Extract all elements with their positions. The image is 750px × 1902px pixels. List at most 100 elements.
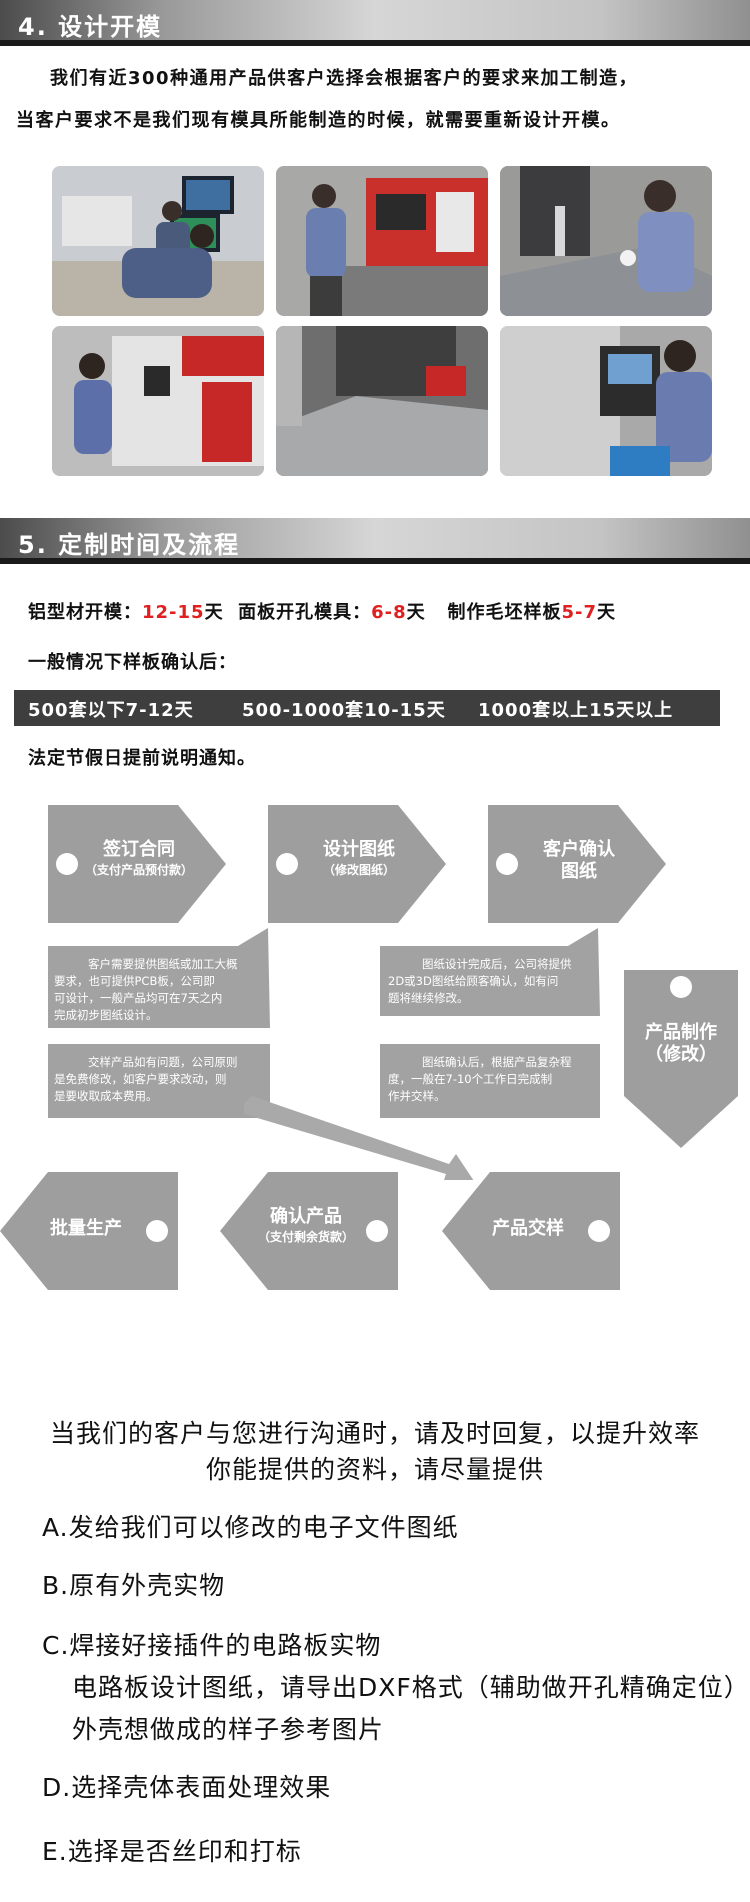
- photo-press-operator: [500, 166, 712, 316]
- flow-step-3-title-2: 图纸: [561, 861, 597, 882]
- holiday-note: 法定节假日提前说明通知。: [28, 748, 256, 769]
- flow-step-5: 产品交样: [442, 1172, 620, 1290]
- flow-step-3-dot: [496, 853, 518, 875]
- sample-label: 制作毛坯样板: [447, 602, 562, 623]
- section-4-title: 4. 设计开模: [18, 13, 163, 41]
- flow-step-4-text: 产品制作 （修改）: [624, 1022, 738, 1066]
- flow-note-2: 图纸设计完成后，公司将提供 2D或3D图纸给顾客确认，如有问 题将继续修改。: [380, 928, 600, 1016]
- flow-step-4-title-1: 产品制作: [645, 1022, 717, 1043]
- quantity-lead-time-bar: 500套以下7-12天 500-1000套10-15天 1000套以上15天以上: [14, 690, 720, 726]
- mold-days: 12-15: [142, 602, 205, 623]
- requirement-d: D.选择壳体表面处理效果: [42, 1773, 332, 1802]
- panel-day-unit: 天: [406, 602, 426, 623]
- mold-day-unit: 天: [204, 602, 224, 623]
- flow-step-3-shape: [488, 805, 666, 923]
- flow-step-3-text: 客户确认 图纸: [524, 839, 634, 883]
- flow-note-3-shape: [48, 1044, 270, 1118]
- lead-time-line: 铝型材开模：12-15天 面板开孔模具：6-8天 制作毛坯样板5-7天: [28, 598, 616, 624]
- flow-step-1: 签订合同 （支付产品预付款）: [48, 805, 226, 923]
- flow-step-4-shape: [624, 970, 738, 1148]
- mold-label: 铝型材开模：: [28, 602, 142, 623]
- flow-note-4-line-2: 度，一般在7-10个工作日完成制: [388, 1072, 553, 1086]
- intro-line-1: 我们有近300种通用产品供客户选择会根据客户的要求来加工制造，: [50, 68, 639, 89]
- flow-note-1-text: 客户需要提供图纸或加工大概 要求，也可提供PCB板，公司即 可设计，一般产品均可…: [54, 956, 238, 1024]
- flow-step-2-dot: [276, 853, 298, 875]
- flow-step-3: 客户确认 图纸: [488, 805, 666, 923]
- contact-line-2: 你能提供的资料，请尽量提供: [205, 1455, 544, 1484]
- flow-step-6: 确认产品 （支付剩余货款）: [220, 1172, 398, 1290]
- flow-step-6-text: 确认产品 （支付剩余货款）: [246, 1206, 366, 1246]
- photo-laser-cutter: [52, 326, 264, 476]
- flow-note-3-line-1: 交样产品如有问题，公司原则: [88, 1055, 238, 1069]
- flow-note-4-line-1: 图纸确认后，根据产品复杂程: [422, 1055, 572, 1069]
- flow-step-7-dot: [146, 1220, 168, 1242]
- requirement-c-detail-2: 外壳想做成的样子参考图片: [72, 1715, 385, 1744]
- flow-step-5-dot: [588, 1220, 610, 1242]
- flow-step-5-text: 产品交样: [478, 1218, 578, 1240]
- flow-step-4-dot: [670, 976, 692, 998]
- flow-note-3-text: 交样产品如有问题，公司原则 是免费修改，如客户要求改动，则 是要收取成本费用。: [54, 1054, 238, 1105]
- flow-step-2: 设计图纸 （修改图纸）: [268, 805, 446, 923]
- flow-step-6-shape: [220, 1172, 398, 1290]
- flow-step-2-sub: （修改图纸）: [322, 863, 395, 877]
- section-5-title: 5. 定制时间及流程: [18, 531, 241, 559]
- flow-step-7-shape: [0, 1172, 178, 1290]
- flow-step-4: 产品制作 （修改）: [624, 970, 738, 1148]
- flow-step-5-shape: [442, 1172, 620, 1290]
- photo-machine-red-art: [276, 166, 488, 316]
- flow-note-4: 图纸确认后，根据产品复杂程 度，一般在7-10个工作日完成制 作并交样。: [380, 1044, 600, 1118]
- flow-step-3-title-1: 客户确认: [543, 839, 615, 860]
- flow-note-2-line-3: 题将继续修改。: [388, 991, 469, 1005]
- flow-note-1-line-2: 要求，也可提供PCB板，公司即: [54, 974, 215, 988]
- flow-step-7-text: 批量生产: [36, 1218, 136, 1240]
- flow-note-3-line-2: 是免费修改，如客户要求改动，则: [54, 1072, 227, 1086]
- bar-item-1: 500套以下7-12天: [28, 700, 194, 721]
- flow-note-4-text: 图纸确认后，根据产品复杂程 度，一般在7-10个工作日完成制 作并交样。: [388, 1054, 572, 1105]
- photo-press-operator-art: [500, 166, 712, 316]
- requirement-c: C.焊接好接插件的电路板实物: [42, 1631, 382, 1660]
- confirm-line: 一般情况下样板确认后：: [28, 652, 237, 673]
- flow-step-7-title: 批量生产: [50, 1218, 122, 1239]
- flow-note-4-shape: [380, 1044, 600, 1118]
- photo-punch-sheet: [276, 326, 488, 476]
- photo-cnc-operator-art: [500, 326, 712, 476]
- flow-step-1-dot: [56, 853, 78, 875]
- flow-note-1-line-4: 完成初步图纸设计。: [54, 1008, 158, 1022]
- requirement-a: A.发给我们可以修改的电子文件图纸: [42, 1513, 459, 1542]
- flow-step-7: 批量生产: [0, 1172, 178, 1290]
- flow-step-4-title-2: （修改）: [645, 1044, 717, 1065]
- requirement-e: E.选择是否丝印和打标: [42, 1837, 302, 1866]
- section-4-header: 4. 设计开模: [0, 0, 750, 46]
- intro-line-2: 当客户要求不是我们现有模具所能制造的时候，就需要重新设计开模。: [16, 110, 621, 131]
- contact-line-1: 当我们的客户与您进行沟通时，请及时回复，以提升效率: [49, 1419, 700, 1448]
- flow-note-2-line-2: 2D或3D图纸给顾客确认，如有问: [388, 974, 559, 988]
- flow-step-6-title: 确认产品: [270, 1206, 342, 1227]
- flow-step-2-text: 设计图纸 （修改图纸）: [304, 839, 414, 879]
- sample-day-unit: 天: [597, 602, 616, 623]
- flow-step-5-title: 产品交样: [492, 1218, 564, 1239]
- flow-note-1-line-1: 客户需要提供图纸或加工大概: [88, 957, 238, 971]
- photo-cad-office: [52, 166, 264, 316]
- flow-note-2-line-1: 图纸设计完成后，公司将提供: [422, 957, 572, 971]
- flow-step-1-title: 签订合同: [103, 839, 175, 860]
- panel-label: 面板开孔模具：: [238, 602, 372, 623]
- photo-laser-cutter-art: [52, 326, 264, 476]
- photo-machine-red: [276, 166, 488, 316]
- sample-days: 5-7: [561, 602, 597, 623]
- photo-cnc-operator: [500, 326, 712, 476]
- flow-step-1-text: 签订合同 （支付产品预付款）: [84, 839, 194, 879]
- flow-step-6-sub: （支付剩余货款）: [257, 1230, 354, 1244]
- flow-step-6-dot: [366, 1220, 388, 1242]
- requirement-c-detail-1: 电路板设计图纸，请导出DXF格式（辅助做开孔精确定位）: [72, 1673, 750, 1702]
- flow-step-1-shape: [48, 805, 226, 923]
- photo-cad-office-art: [52, 166, 264, 316]
- flow-note-3-line-3: 是要收取成本费用。: [54, 1089, 158, 1103]
- flow-step-1-sub: （支付产品预付款）: [84, 863, 193, 877]
- flow-step-2-title: 设计图纸: [323, 839, 395, 860]
- photo-punch-sheet-art: [276, 326, 488, 476]
- section-5-header: 5. 定制时间及流程: [0, 518, 750, 564]
- flow-note-1-line-3: 可设计，一般产品均可在7天之内: [54, 991, 223, 1005]
- flow-connector-arrow: [244, 1096, 474, 1180]
- flow-note-3: 交样产品如有问题，公司原则 是免费修改，如客户要求改动，则 是要收取成本费用。: [48, 1044, 270, 1118]
- bar-item-3: 1000套以上15天以上: [478, 700, 674, 721]
